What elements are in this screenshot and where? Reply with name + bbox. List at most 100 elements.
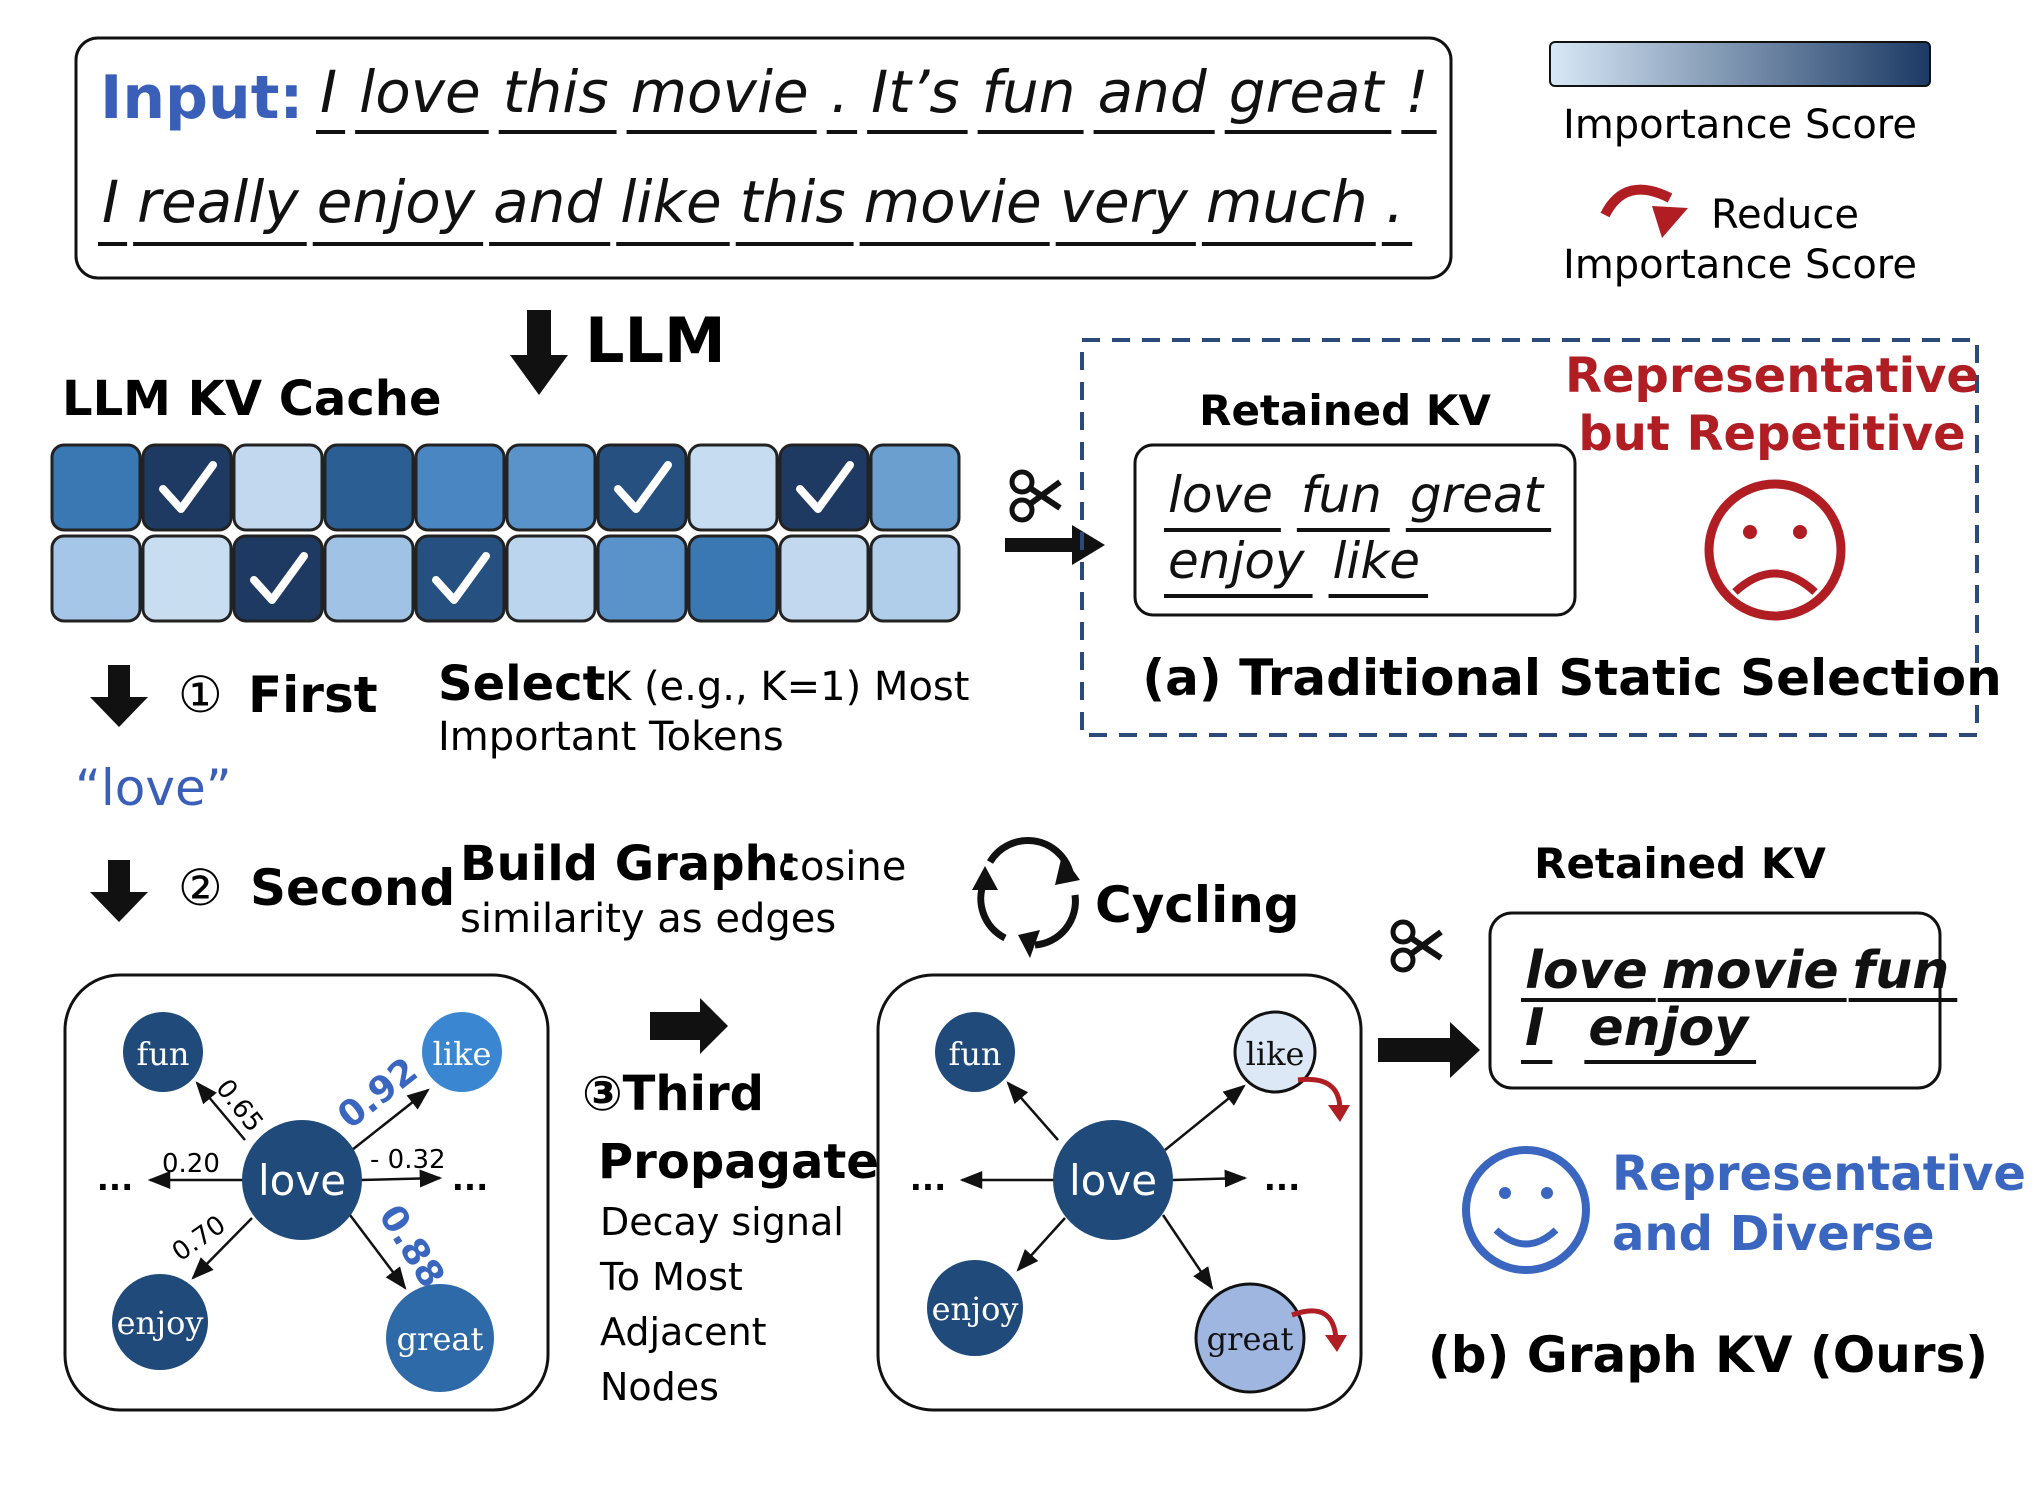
step-second-number: ② — [178, 859, 223, 917]
kv-cache-cell — [687, 534, 779, 623]
llm-arrow-head-icon — [510, 355, 568, 395]
step-third-desc-4: Nodes — [600, 1365, 719, 1409]
kv-cache-cell — [687, 443, 779, 532]
happy-face-icon — [1462, 1146, 1590, 1274]
checkmark-icon — [614, 461, 672, 513]
graph2-node-fun — [935, 1012, 1015, 1092]
graph2-ellipsis-right: ... — [1264, 1160, 1300, 1198]
great-decay-arrow-head-icon — [1325, 1335, 1347, 1352]
input-line1-word: . — [831, 58, 849, 126]
graph2-node-great — [1194, 1282, 1306, 1394]
kv-cache-cell — [232, 443, 324, 532]
graph2-node-fun-label: fun — [948, 1035, 1001, 1073]
input-line2-word: movie — [864, 168, 1042, 236]
first-arrow-shaft-icon — [108, 665, 130, 700]
graph2-node-love — [1053, 1120, 1173, 1240]
step-third-desc-1: Decay signal — [600, 1200, 844, 1244]
kv-cache-cell — [778, 534, 870, 623]
step-first-desc-bold: Select — [438, 656, 606, 712]
graph-propagate-edges — [959, 1081, 1248, 1290]
input-line1-word: It’s — [871, 58, 960, 126]
input-line2-word: . — [1386, 168, 1404, 236]
first-arrow-head-icon — [90, 697, 148, 727]
legend-importance-score: Importance Score — [1563, 102, 1917, 148]
reduce-arrow-head-icon — [1652, 206, 1688, 238]
input-label: Input: — [100, 63, 303, 133]
input-line1-word: love — [359, 58, 481, 126]
input-line2-word: much — [1206, 168, 1368, 236]
graph-build-edges — [147, 1081, 443, 1290]
kv-cache-cell — [505, 443, 597, 532]
graph2-ellipsis-left: ... — [910, 1160, 946, 1198]
step-first-desc-line2: Important Tokens — [438, 714, 784, 760]
graph2-node-great-label: great — [1207, 1320, 1294, 1358]
great-decay-arrow-icon — [1291, 1308, 1339, 1341]
graphkv-caption: (b) Graph KV (Ours) — [1428, 1326, 1988, 1384]
scissors-icon-b — [1390, 919, 1443, 973]
llm-arrow-shaft-icon — [527, 310, 551, 360]
traditional-caption: (a) Traditional Static Selection — [1142, 649, 2001, 707]
graph2-node-like-label: like — [1246, 1035, 1305, 1073]
arrow-to-retained-b-head-icon — [1450, 1022, 1480, 1078]
input-line1-word: and — [1098, 58, 1208, 126]
input-line1-word: ! — [1405, 58, 1428, 126]
graphkv-retained-word: enjoy — [1588, 998, 1750, 1058]
like-decay-arrow-icon — [1297, 1076, 1343, 1111]
input-line2-word: like — [620, 168, 722, 236]
graphkv-verdict-line2: and Diverse — [1612, 1206, 1935, 1262]
traditional-retained-word: fun — [1301, 466, 1382, 524]
input-line1-word: fun — [982, 58, 1076, 126]
graph1-ellipsis-right: ... — [452, 1160, 488, 1198]
arrow-to-retained-a-head-icon — [1072, 525, 1105, 565]
kv-cache-cell — [778, 443, 870, 532]
graph2-node-enjoy-label: enjoy — [932, 1290, 1019, 1328]
selected-token: “love” — [75, 759, 232, 817]
step-second-desc-bold: Build Graph: — [460, 836, 798, 892]
graph1-node-enjoy-label: enjoy — [117, 1304, 204, 1342]
input-line2-word: this — [740, 168, 846, 236]
kv-cache-cell — [141, 443, 233, 532]
traditional-verdict-line2: but Repetitive — [1578, 406, 1965, 462]
cycling-icon — [977, 837, 1079, 949]
step-third-line2: Propagate — [598, 1134, 879, 1190]
kv-cache-cell — [596, 534, 688, 623]
input-line2-word: and — [493, 168, 603, 236]
input-line2-word: really — [137, 168, 299, 236]
kv-cache-cell — [596, 443, 688, 532]
graphkv-retained-kv-title: Retained KV — [1534, 839, 1826, 888]
kv-cache-cell — [141, 534, 233, 623]
graphkv-verdict-line1: Representative — [1612, 1146, 2026, 1202]
input-line2-word: I — [102, 168, 119, 236]
graphkv-retained-word: love — [1525, 941, 1648, 1001]
step-first-desc: K (e.g., K=1) Most — [605, 664, 969, 710]
graph2-node-enjoy — [927, 1260, 1023, 1356]
reduce-arrow-icon — [1600, 184, 1673, 218]
edge-weight-left: 0.20 — [162, 1149, 220, 1179]
input-box — [74, 36, 1453, 280]
edge-weight-right: - 0.32 — [370, 1145, 446, 1175]
traditional-retained-word: love — [1168, 466, 1273, 524]
step-second-label: Second — [250, 859, 455, 917]
step-first-number: ① — [178, 666, 223, 724]
input-line2-word: very — [1060, 168, 1189, 236]
kv-cache-cell — [323, 443, 415, 532]
step-first-label: First — [248, 666, 378, 724]
input-line1-word: movie — [631, 58, 809, 126]
arrow-to-retained-a-shaft — [1005, 538, 1080, 552]
kv-cache-title: LLM KV Cache — [62, 371, 442, 427]
graph2-node-like — [1233, 1010, 1317, 1094]
checkmark-icon — [250, 552, 308, 604]
arrow-to-retained-b-shaft — [1378, 1038, 1458, 1062]
graph1-node-great — [386, 1284, 494, 1392]
third-arrow-shaft-icon — [650, 1012, 705, 1040]
kv-cache-cell — [232, 534, 324, 623]
like-decay-arrow-head-icon — [1328, 1105, 1350, 1122]
graph1-node-love — [242, 1120, 362, 1240]
kv-cache-cell — [323, 534, 415, 623]
kv-cache-cell — [50, 443, 142, 532]
